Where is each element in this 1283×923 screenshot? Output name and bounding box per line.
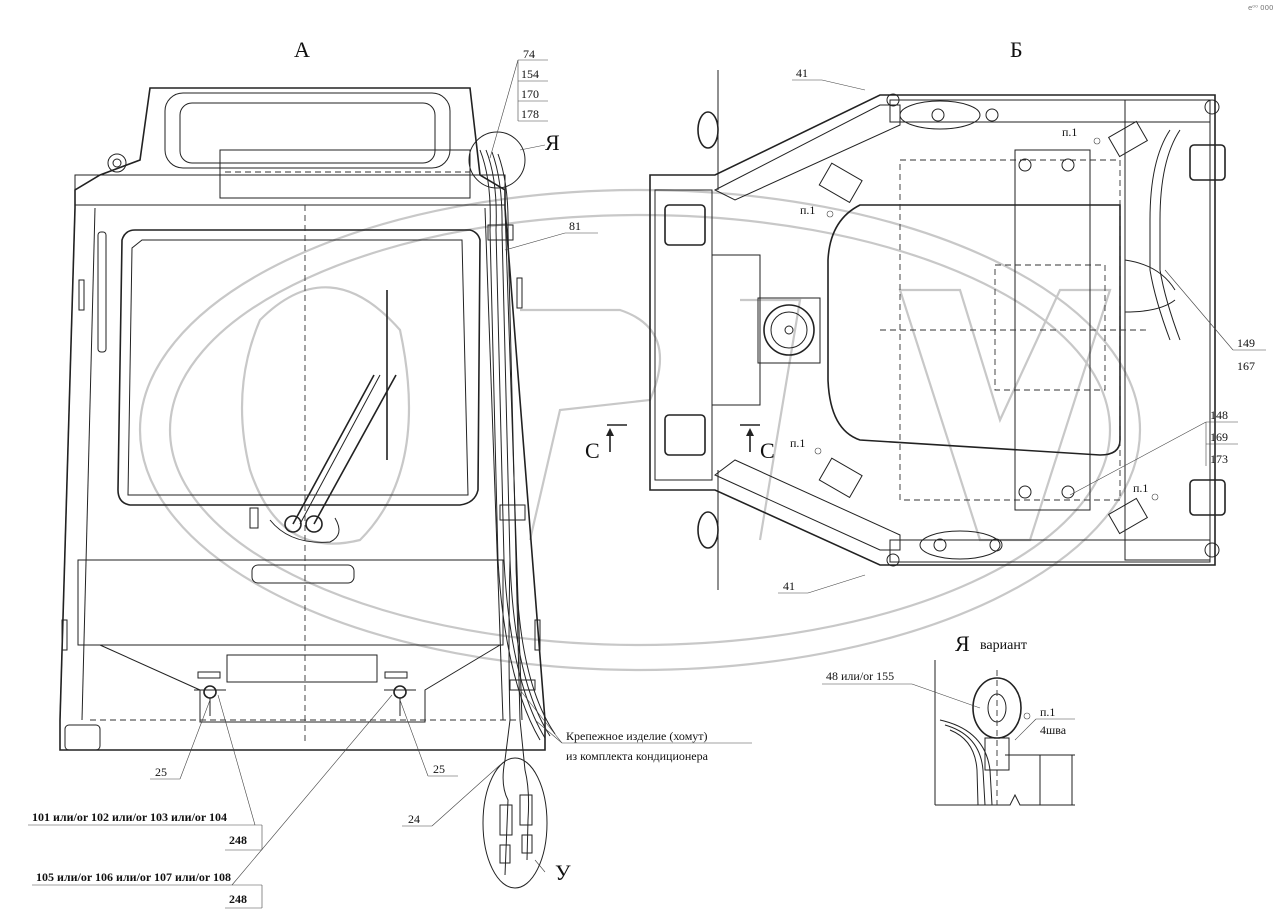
detail-note-weld: 4шва xyxy=(1040,723,1067,737)
detail-ya-circle xyxy=(468,131,526,189)
callout-81: 81 xyxy=(569,219,581,233)
detail-note-p1: п.1 xyxy=(1040,705,1055,719)
callout-74: 74 xyxy=(523,47,535,61)
view-b-title: Б xyxy=(1010,37,1023,62)
callout-148: 148 xyxy=(1210,408,1228,422)
parts-row2: 105 или/or 106 или/or 107 или/or 108 xyxy=(36,870,231,884)
section-c-left: С xyxy=(585,438,600,463)
callout-169: 169 xyxy=(1210,430,1228,444)
note-p1-bottom-right: п.1 xyxy=(1133,481,1148,495)
detail-callout-48: 48 или/or 155 xyxy=(826,669,894,683)
watermark xyxy=(138,188,1142,672)
note-p1-left-lower: п.1 xyxy=(790,436,805,450)
detail-u-mark: У xyxy=(555,860,571,885)
callout-25-left: 25 xyxy=(155,765,167,779)
callout-41-top: 41 xyxy=(796,66,808,80)
callout-stack-top: 74 154 170 178 xyxy=(489,47,548,159)
detail-ya-mark: Я xyxy=(545,130,560,155)
corner-mark: e⁰⁰ 000 xyxy=(1248,4,1274,12)
callout-24: 24 xyxy=(408,812,420,826)
parts-row2-qty: 248 xyxy=(229,892,247,906)
callout-170: 170 xyxy=(521,87,539,101)
latch-right xyxy=(384,671,416,716)
clamp-note-line2: из комплекта кондиционера xyxy=(566,749,709,763)
callout-178: 178 xyxy=(521,107,539,121)
callout-41-bottom: 41 xyxy=(783,579,795,593)
callout-154: 154 xyxy=(521,67,539,81)
latch-left xyxy=(194,671,226,716)
detail-ya-variant: Я вариант 48 или/or 155 п.1 4шва xyxy=(822,631,1075,806)
callout-167: 167 xyxy=(1237,359,1255,373)
note-p1-left-upper: п.1 xyxy=(800,203,815,217)
parts-row1-qty: 248 xyxy=(229,833,247,847)
view-b: Б xyxy=(585,37,1266,594)
wire-harness xyxy=(479,149,556,876)
note-p1-top-right: п.1 xyxy=(1062,125,1077,139)
section-c-right: С xyxy=(760,438,775,463)
view-a-title: А xyxy=(294,37,310,62)
detail-variant-letter: Я xyxy=(955,631,970,656)
callout-25-right: 25 xyxy=(433,762,445,776)
detail-variant-word: вариант xyxy=(980,638,1027,653)
clamp-note-line1: Крепежное изделие (хомут) xyxy=(566,729,708,743)
view-a: А xyxy=(28,37,752,909)
callout-149: 149 xyxy=(1237,336,1255,350)
detail-u-ellipse xyxy=(482,757,548,889)
callout-173: 173 xyxy=(1210,452,1228,466)
parts-row1: 101 или/or 102 или/or 103 или/or 104 xyxy=(32,810,227,824)
